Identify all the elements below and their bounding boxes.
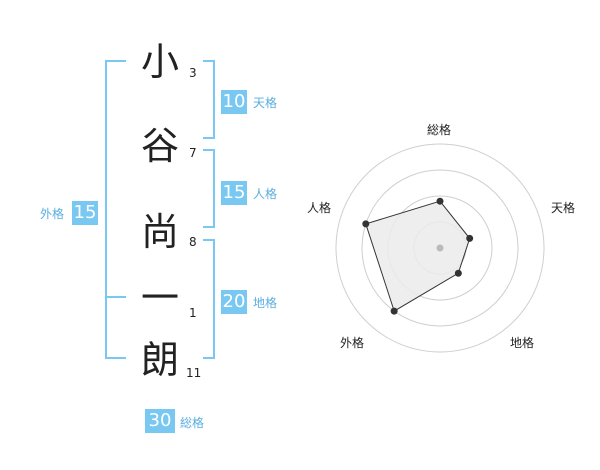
radar-label-soukaku: 総格 [427, 123, 452, 137]
jinkaku-bracket [203, 149, 215, 228]
radar-label-jinkaku: 人格 [307, 201, 332, 215]
stroke-count-4: 1 [189, 306, 197, 320]
radar-grid-ring [335, 143, 545, 353]
tenkaku-badge: 10 [221, 90, 247, 114]
gaikaku-badge: 15 [72, 201, 98, 225]
tenkaku-label: 天格 [253, 96, 278, 110]
chikaku-label: 地格 [253, 296, 278, 310]
radar-label-tenkaku: 天格 [551, 201, 576, 215]
radar-point-5 [362, 220, 370, 228]
jinkaku-badge: 15 [221, 181, 247, 205]
jinkaku-label: 人格 [253, 187, 278, 201]
radar-point-1 [436, 197, 444, 205]
stroke-count-2: 7 [189, 146, 197, 160]
soukaku-badge: 30 [145, 409, 175, 433]
name-char-3: 尚 [140, 210, 179, 254]
radar-point-4 [390, 307, 398, 315]
stroke-count-1: 3 [189, 66, 197, 80]
name-char-4: 一 [140, 276, 179, 320]
gaikaku-label: 外格 [40, 207, 65, 221]
chikaku-badge: 20 [221, 290, 247, 314]
name-char-1: 小 [140, 40, 179, 84]
stroke-count-5: 11 [186, 366, 202, 380]
stroke-count-3: 8 [189, 235, 197, 249]
chikaku-bracket [203, 239, 215, 359]
name-char-5: 朗 [140, 338, 179, 382]
name-char-2: 谷 [140, 124, 179, 168]
radar-center-dot [436, 244, 444, 252]
radar-label-chikaku: 地格 [510, 336, 535, 350]
radar-point-3 [454, 269, 462, 277]
tenkaku-bracket [203, 60, 215, 139]
gaikaku-bracket [105, 60, 126, 359]
radar-polygon [365, 200, 471, 312]
radar-label-gaikaku: 外格 [340, 336, 365, 350]
soukaku-label: 総格 [180, 416, 205, 430]
radar-point-2 [466, 234, 474, 242]
radar-grid-ring [361, 169, 519, 327]
